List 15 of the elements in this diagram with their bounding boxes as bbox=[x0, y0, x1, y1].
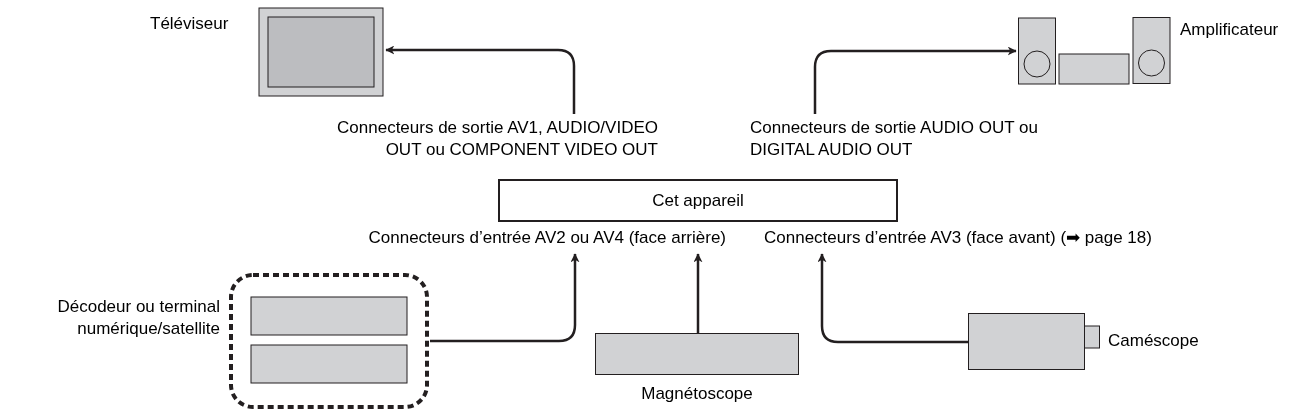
device-label: Magnétoscope bbox=[640, 383, 754, 405]
device-label: Cet appareil bbox=[652, 190, 744, 212]
arrow bbox=[693, 253, 703, 333]
connector-label: Connecteurs d’entrée AV3 (face avant) (➡ page 18) bbox=[764, 227, 1153, 249]
arrow bbox=[813, 46, 1017, 114]
device-label: Décodeur ou terminal numérique/satellite bbox=[56, 296, 220, 340]
connector-label: Connecteurs de sortie AUDIO OUT ou DIGITAL AUDIO OUT bbox=[750, 117, 1039, 161]
arrow bbox=[385, 45, 576, 114]
device-label: Caméscope bbox=[1108, 330, 1199, 352]
connector-label: Connecteurs de sortie AV1, AUDIO/VIDEO OUT ou COMPONENT VIDEO OUT bbox=[336, 117, 658, 161]
arrow bbox=[430, 253, 580, 343]
connector-label: Connecteurs d’entrée AV2 ou AV4 (face arrière) bbox=[367, 227, 726, 249]
device-label: Amplificateur bbox=[1180, 19, 1279, 41]
arrow bbox=[817, 253, 968, 344]
device-label: Téléviseur bbox=[150, 13, 229, 35]
